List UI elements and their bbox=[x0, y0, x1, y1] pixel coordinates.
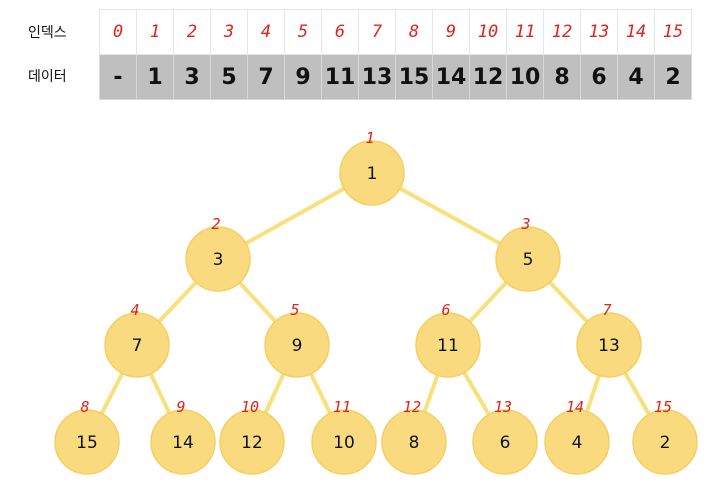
index-cell: 2 bbox=[173, 9, 211, 55]
data-cell: 7 bbox=[247, 54, 285, 100]
node-value: 15 bbox=[76, 433, 98, 453]
node-circle bbox=[311, 409, 377, 475]
index-cell: 12 bbox=[543, 9, 581, 55]
index-cell: 1 bbox=[136, 9, 174, 55]
tree-node: 2 15 bbox=[632, 398, 698, 475]
data-cell: 2 bbox=[654, 54, 692, 100]
node-value: 7 bbox=[132, 336, 143, 356]
index-cell: 9 bbox=[432, 9, 470, 55]
tree-node: 74 bbox=[104, 301, 170, 378]
node-value: 2 bbox=[660, 433, 671, 453]
data-cell: 13 bbox=[358, 54, 396, 100]
node-value: 13 bbox=[598, 336, 620, 356]
data-row-label: 데이터 bbox=[28, 69, 67, 85]
node-value: 8 bbox=[409, 433, 420, 453]
node-circle bbox=[495, 226, 561, 292]
node-circle bbox=[632, 409, 698, 475]
data-cell: 4 bbox=[617, 54, 655, 100]
tree-node: 4 14 bbox=[544, 398, 610, 475]
node-value: 10 bbox=[333, 433, 355, 453]
node-value: 3 bbox=[213, 250, 224, 270]
node-circle bbox=[264, 312, 330, 378]
index-cell: 15 bbox=[654, 9, 692, 55]
data-cell: 10 bbox=[506, 54, 544, 100]
node-index-label: 2 bbox=[211, 215, 220, 233]
tree-node: 32 bbox=[185, 215, 251, 292]
node-value: 6 bbox=[500, 433, 511, 453]
data-cell: 1 bbox=[136, 54, 174, 100]
node-index-label: 1 bbox=[365, 129, 374, 147]
index-cell: 6 bbox=[321, 9, 359, 55]
node-index-label: 10 bbox=[241, 398, 259, 416]
tree-node: 13 7 bbox=[576, 301, 642, 378]
node-index-label: 4 bbox=[130, 301, 139, 319]
tree-node: 10 11 bbox=[311, 398, 377, 475]
node-circle bbox=[54, 409, 120, 475]
node-index-label: 6 bbox=[441, 301, 450, 319]
node-index-label: 14 bbox=[566, 398, 584, 416]
data-cell: 6 bbox=[580, 54, 618, 100]
node-circle bbox=[472, 409, 538, 475]
node-value: 1 bbox=[367, 164, 378, 184]
data-cell: 3 bbox=[173, 54, 211, 100]
data-cell: 15 bbox=[395, 54, 433, 100]
tree-node: 11 bbox=[339, 129, 405, 206]
tree-node: 15 8 bbox=[54, 398, 120, 475]
node-value: 4 bbox=[572, 433, 583, 453]
node-circle bbox=[415, 312, 481, 378]
node-circle bbox=[219, 409, 285, 475]
node-index-label: 7 bbox=[602, 301, 611, 319]
index-cell: 11 bbox=[506, 9, 544, 55]
node-circle bbox=[104, 312, 170, 378]
node-value: 5 bbox=[523, 250, 534, 270]
node-value: 14 bbox=[172, 433, 194, 453]
tree-node: 8 12 bbox=[381, 398, 447, 475]
data-cell: 8 bbox=[543, 54, 581, 100]
index-row-label: 인덱스 bbox=[28, 25, 67, 41]
node-circle bbox=[576, 312, 642, 378]
node-circle bbox=[185, 226, 251, 292]
node-index-label: 12 bbox=[403, 398, 421, 416]
node-index-label: 15 bbox=[654, 398, 672, 416]
node-circle bbox=[150, 409, 216, 475]
tree-node: 12 10 bbox=[219, 398, 285, 475]
node-index-label: 13 bbox=[494, 398, 512, 416]
node-index-label: 9 bbox=[176, 398, 185, 416]
data-cell: 11 bbox=[321, 54, 359, 100]
node-value: 12 bbox=[241, 433, 263, 453]
data-cell: 12 bbox=[469, 54, 507, 100]
node-index-label: 11 bbox=[333, 398, 351, 416]
tree-node: 95 bbox=[264, 301, 330, 378]
index-cell: 13 bbox=[580, 9, 618, 55]
tree-node: 11 6 bbox=[415, 301, 481, 378]
tree-nodes: 1132537495116137158149121010118126134142… bbox=[54, 129, 698, 475]
data-cell: 9 bbox=[284, 54, 322, 100]
node-value: 9 bbox=[292, 336, 303, 356]
node-index-label: 8 bbox=[80, 398, 89, 416]
node-circle bbox=[381, 409, 447, 475]
node-circle bbox=[339, 140, 405, 206]
node-value: 11 bbox=[437, 336, 459, 356]
node-index-label: 3 bbox=[520, 215, 530, 233]
data-cell: - bbox=[99, 54, 137, 100]
tree-node: 6 13 bbox=[472, 398, 538, 475]
index-cell: 5 bbox=[284, 9, 322, 55]
index-cell: 0 bbox=[99, 9, 137, 55]
tree-node: 14 9 bbox=[150, 398, 216, 475]
index-cell: 7 bbox=[358, 9, 396, 55]
node-circle bbox=[544, 409, 610, 475]
data-cell: 14 bbox=[432, 54, 470, 100]
tree-node: 53 bbox=[495, 215, 561, 292]
node-index-label: 5 bbox=[290, 301, 299, 319]
